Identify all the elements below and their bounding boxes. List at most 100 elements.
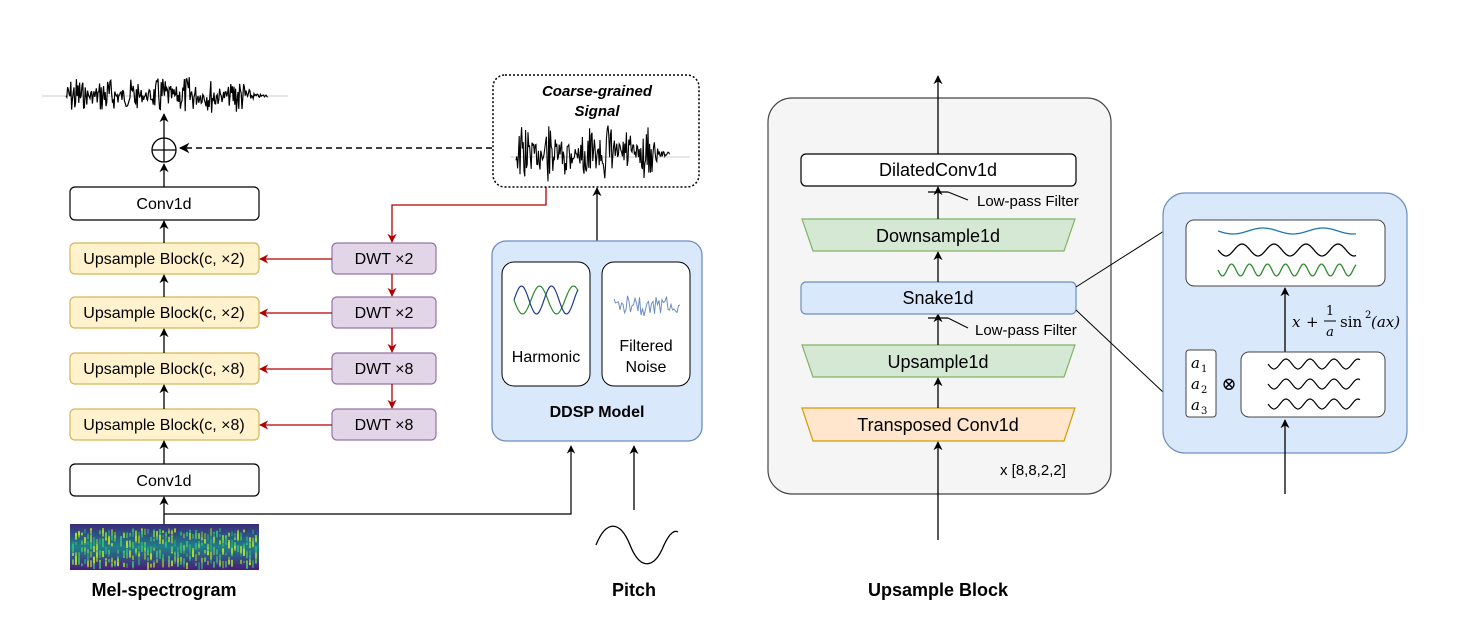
mel-texture-cell	[207, 543, 209, 550]
mel-texture-cell	[111, 533, 113, 541]
upsample1d-label: Upsample1d	[887, 352, 988, 372]
lowpass-top-leader	[947, 191, 969, 201]
mel-texture-cell	[87, 561, 89, 568]
mel-texture-cell	[240, 559, 242, 564]
upsample-block-caption: Upsample Block	[868, 580, 1009, 600]
mel-texture-cell	[231, 539, 233, 546]
mel-texture-cell	[105, 558, 107, 561]
pitch-caption: Pitch	[612, 580, 656, 600]
mel-texture-cell	[225, 538, 227, 544]
mel-texture-cell	[108, 538, 110, 545]
mel-texture-cell	[201, 542, 203, 546]
mel-texture-cell	[105, 532, 107, 541]
mel-texture-cell	[195, 554, 197, 561]
mel-texture-cell	[108, 549, 110, 555]
coef-a2: a	[1191, 375, 1200, 393]
mel-texture-cell	[171, 560, 173, 567]
coef-a1-sub: 1	[1201, 364, 1207, 375]
mel-texture-cell	[132, 542, 134, 549]
mel-texture-cell	[102, 528, 104, 534]
mel-texture-cell	[195, 534, 197, 540]
mel-texture-cell	[108, 549, 110, 557]
mel-texture-cell	[255, 552, 257, 559]
coef-a3-sub: 3	[1201, 406, 1207, 417]
harmonic-wave-blue	[513, 285, 579, 315]
mel-texture-cell	[234, 536, 236, 540]
mel-texture-cell	[231, 548, 233, 556]
mel-texture-cell	[174, 528, 176, 533]
mel-texture-cell	[144, 546, 146, 553]
formula-plus: +	[1306, 313, 1319, 331]
mel-texture-cell	[99, 530, 101, 535]
mel-texture-cell	[237, 545, 239, 552]
coef-a2-sub: 2	[1201, 385, 1207, 396]
mel-texture-cell	[87, 549, 89, 554]
mel-texture-cell	[75, 552, 77, 560]
mel-texture-cell	[189, 529, 191, 536]
otimes-symbol: ⊗	[1221, 374, 1236, 395]
mel-texture-cell	[120, 539, 122, 546]
mel-texture-cell	[165, 543, 167, 548]
mel-texture-cell	[141, 545, 143, 552]
mel-texture-cell	[186, 532, 188, 537]
mel-texture-cell	[102, 542, 104, 545]
mel-texture-cell	[210, 551, 212, 560]
dwt-block-1-label: DWT ×2	[355, 251, 414, 268]
mel-texture-cell	[75, 560, 77, 566]
conv1d-top-label: Conv1d	[136, 196, 191, 213]
lowpass-bottom-leader	[947, 317, 969, 329]
mel-texture-cell	[231, 531, 233, 537]
mel-texture-cell	[153, 538, 155, 541]
mel-texture-cell	[204, 557, 206, 562]
dwt-block-4-label: DWT ×8	[355, 417, 414, 434]
mel-texture-cell	[222, 540, 224, 547]
dwt-block-3-label: DWT ×8	[355, 361, 414, 378]
snake-input-box	[1240, 351, 1386, 418]
mel-texture-cell	[186, 553, 188, 557]
mel-texture-cell	[186, 562, 188, 569]
mel-texture-cell	[243, 552, 245, 556]
mel-texture-cell	[72, 552, 74, 556]
formula-argument: (ax)	[1371, 313, 1400, 331]
mel-texture-cell	[156, 531, 158, 538]
mel-texture-cell	[144, 547, 146, 550]
mel-texture-cell	[168, 555, 170, 563]
mel-texture-cell	[156, 559, 158, 563]
mel-texture-cell	[243, 529, 245, 533]
coarse-waveform	[515, 125, 671, 182]
mel-texture-cell	[177, 557, 179, 562]
output-waveform	[42, 77, 288, 113]
snake-output-wave-green	[1217, 263, 1357, 277]
mel-texture-cell	[99, 561, 101, 569]
mel-texture-cell	[162, 539, 164, 545]
mel-texture-cell	[183, 533, 185, 538]
mel-texture-cell	[132, 555, 134, 560]
mel-texture-cell	[126, 532, 128, 538]
mel-texture-cell	[114, 560, 116, 563]
mel-texture-cell	[120, 542, 122, 546]
dilated-conv-label: DilatedConv1d	[879, 160, 997, 180]
mel-texture-cell	[189, 548, 191, 555]
mel-texture-cell	[174, 557, 176, 564]
mel-texture-cell	[138, 557, 140, 566]
coarse-to-dwt-arrow	[387, 187, 547, 243]
mel-texture-cell	[216, 531, 218, 536]
mel-texture-cell	[183, 558, 185, 565]
upsample-block-3-label: Upsample Block(c, ×8)	[83, 361, 244, 378]
mel-texture-cell	[231, 546, 233, 549]
mel-texture-cell	[201, 562, 203, 570]
mel-texture-cell	[162, 534, 164, 538]
mel-texture-cell	[96, 557, 98, 562]
upsample-block-2: Upsample Block(c, ×2)	[69, 296, 260, 329]
mel-texture-cell	[150, 556, 152, 560]
mel-texture-cell	[183, 549, 185, 554]
mel-texture-cell	[165, 531, 167, 538]
mel-texture-cell	[225, 542, 227, 545]
mel-texture-cell	[228, 559, 230, 565]
mel-texture-cell	[201, 531, 203, 539]
conv1d-top-block: Conv1d	[69, 186, 260, 221]
mel-texture-cell	[105, 561, 107, 567]
snake-formula: x + 1 a sin 2 (ax)	[1292, 304, 1400, 340]
dwt-block-3: DWT ×8	[331, 352, 437, 385]
